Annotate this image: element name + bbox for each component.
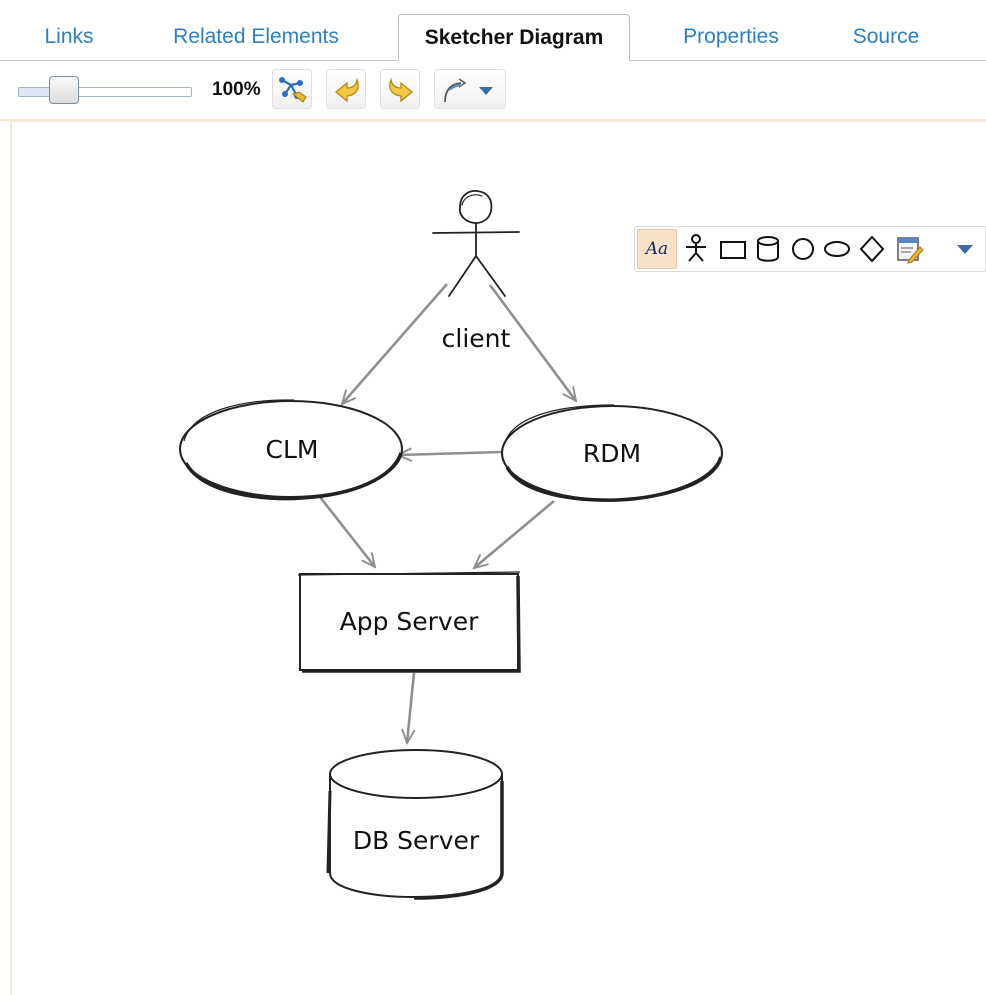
zoom-slider-fill bbox=[19, 88, 51, 96]
zoom-slider-thumb[interactable] bbox=[49, 76, 79, 104]
text-icon: Aa bbox=[637, 229, 677, 269]
sketch-diagram: client CLM RDM App Server DB bbox=[179, 190, 723, 900]
chevron-down-icon bbox=[479, 87, 493, 95]
connector-rdm-app[interactable] bbox=[474, 500, 555, 568]
palette-ellipse-tool[interactable] bbox=[819, 227, 855, 271]
undo-button[interactable] bbox=[326, 69, 366, 109]
connector-clm-app[interactable] bbox=[318, 496, 375, 567]
ellipse-icon bbox=[824, 241, 850, 257]
node-app-server[interactable] bbox=[297, 571, 521, 673]
palette-actor-tool[interactable] bbox=[679, 227, 713, 271]
connector-style-button[interactable] bbox=[434, 69, 506, 109]
auto-layout-button[interactable] bbox=[272, 69, 312, 109]
database-icon bbox=[757, 236, 779, 262]
connector-rdm-clm[interactable] bbox=[398, 452, 503, 455]
palette-note-tool[interactable] bbox=[891, 227, 927, 271]
palette-circle-tool[interactable] bbox=[787, 227, 819, 271]
connector-client-clm[interactable] bbox=[342, 283, 448, 404]
palette-rectangle-tool[interactable] bbox=[715, 227, 751, 271]
node-db-server-label: DB Server bbox=[353, 826, 480, 855]
circle-icon bbox=[792, 238, 814, 260]
rectangle-icon bbox=[720, 241, 746, 259]
actor-client[interactable] bbox=[432, 190, 520, 297]
palette-diamond-tool[interactable] bbox=[855, 227, 889, 271]
connector-style-icon bbox=[444, 78, 493, 103]
diagram-toolbar: 100% bbox=[0, 61, 986, 121]
undo-icon bbox=[334, 77, 359, 103]
node-db-server[interactable] bbox=[326, 749, 504, 900]
palette-more-dropdown[interactable] bbox=[929, 227, 977, 271]
node-app-server-label: App Server bbox=[340, 607, 479, 636]
tab-source[interactable]: Source bbox=[852, 25, 920, 48]
node-rdm[interactable] bbox=[501, 404, 723, 502]
connector-app-db[interactable] bbox=[407, 672, 414, 743]
node-rdm-label: RDM bbox=[583, 439, 641, 468]
zoom-slider[interactable] bbox=[18, 87, 192, 97]
tab-properties[interactable]: Properties bbox=[683, 25, 779, 48]
tab-links[interactable]: Links bbox=[44, 25, 94, 48]
palette-database-tool[interactable] bbox=[751, 227, 785, 271]
dropdown-arrow-icon bbox=[957, 245, 973, 254]
redo-button[interactable] bbox=[380, 69, 420, 109]
auto-layout-icon bbox=[279, 77, 307, 103]
actor-client-label: client bbox=[442, 324, 511, 353]
redo-icon bbox=[389, 77, 414, 103]
tab-sketcher-diagram[interactable]: Sketcher Diagram bbox=[398, 14, 630, 61]
zoom-level-label: 100% bbox=[212, 79, 261, 100]
connectors bbox=[318, 283, 576, 743]
note-icon bbox=[897, 237, 924, 264]
tab-related-elements[interactable]: Related Elements bbox=[173, 25, 339, 48]
actor-icon bbox=[686, 234, 706, 262]
shape-palette: Aa bbox=[634, 226, 986, 272]
diamond-icon bbox=[859, 235, 885, 263]
tab-bar: Links Related Elements Sketcher Diagram … bbox=[0, 0, 986, 61]
node-clm[interactable] bbox=[179, 399, 403, 501]
node-clm-label: CLM bbox=[266, 435, 319, 464]
connector-client-rdm[interactable] bbox=[488, 284, 576, 401]
palette-text-tool[interactable]: Aa bbox=[635, 227, 679, 271]
